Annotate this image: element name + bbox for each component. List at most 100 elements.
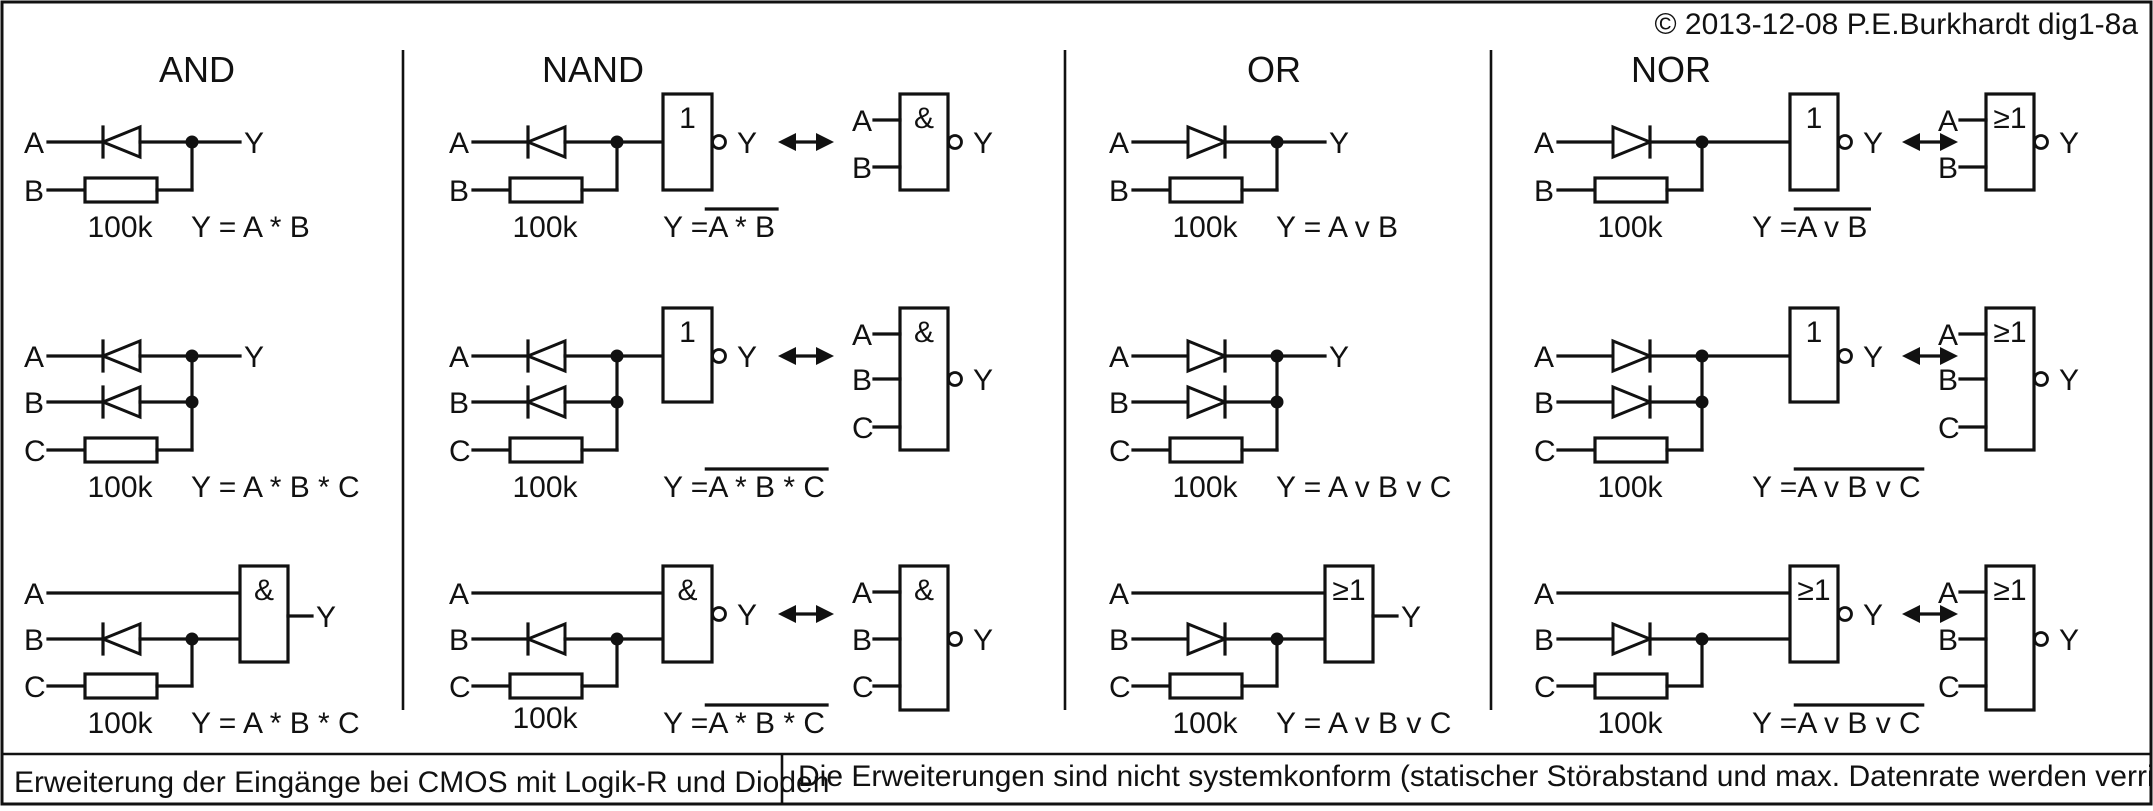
inversion-bubble [947, 134, 963, 150]
input-label: C [24, 435, 46, 468]
inversion-bubble [1837, 134, 1853, 150]
formula-text: Y = A * B * C [191, 707, 360, 740]
diode-symbol [99, 124, 142, 160]
output-label: Y [737, 341, 757, 374]
input-label: A [1938, 577, 1958, 610]
formula-text: Y = A v B [1276, 211, 1398, 244]
resistor-value: 100k [512, 702, 578, 735]
header-or: OR [1247, 49, 1301, 90]
input-label: A [1938, 319, 1958, 352]
output-label: Y [1401, 601, 1421, 634]
resistor-value: 100k [512, 211, 578, 244]
resistor-symbol [508, 672, 584, 700]
formula-prefix: Y = [663, 707, 708, 740]
diode-symbol [1186, 338, 1229, 374]
input-label: B [1109, 387, 1129, 420]
equivalence-arrow-right [816, 133, 834, 151]
inversion-bubble [947, 631, 963, 647]
formula-prefix: Y = [1752, 707, 1797, 740]
resistor-symbol [1168, 436, 1244, 464]
and-gate-equivalent [898, 306, 950, 452]
footer-right-text: Die Erweiterungen sind nicht systemkonfo… [798, 760, 2153, 793]
input-label: B [449, 175, 469, 208]
input-label: A [1534, 578, 1554, 611]
and-gate [238, 564, 290, 664]
inversion-bubble [711, 606, 727, 622]
input-label: C [449, 435, 471, 468]
input-label: C [852, 412, 874, 445]
equivalence-arrow-left [1902, 347, 1920, 365]
input-label: C [852, 671, 874, 704]
input-label: A [1109, 127, 1129, 160]
copyright-text: © 2013-12-08 P.E.Burkhardt dig1-8a [1654, 8, 2138, 41]
input-label: A [449, 127, 469, 160]
formula-prefix: Y = [1752, 211, 1797, 244]
not-gate [661, 306, 714, 404]
inversion-bubble [2033, 134, 2049, 150]
output-label: Y [316, 601, 336, 634]
equivalence-arrow-left [1902, 133, 1920, 151]
resistor-symbol [1593, 436, 1669, 464]
junction-dot [1270, 395, 1284, 409]
junction-dot [185, 395, 199, 409]
diode-symbol [1186, 621, 1229, 657]
equivalence-arrow-left [778, 347, 796, 365]
resistor-value: 100k [1597, 211, 1663, 244]
formula-prefix: Y = [663, 471, 708, 504]
inversion-bubble [2033, 631, 2049, 647]
diode-symbol [524, 338, 567, 374]
resistor-value: 100k [512, 471, 578, 504]
input-label: C [1938, 671, 1960, 704]
equivalence-arrow-left [1902, 605, 1920, 623]
inversion-bubble [947, 371, 963, 387]
output-label: Y [973, 364, 993, 397]
formula-negated: A * B * C [708, 471, 825, 504]
input-label: A [852, 105, 872, 138]
input-label: B [1109, 624, 1129, 657]
resistor-symbol [83, 672, 159, 700]
input-label: C [1534, 671, 1556, 704]
input-label: B [1938, 364, 1958, 397]
input-label: B [449, 387, 469, 420]
input-label: A [1109, 578, 1129, 611]
gate-symbol-label: 1 [679, 316, 696, 349]
output-label: Y [1863, 127, 1883, 160]
equivalence-arrow-right [816, 347, 834, 365]
header-nand: NAND [542, 49, 644, 90]
input-label: C [449, 671, 471, 704]
diode-symbol [524, 621, 567, 657]
junction-dot [610, 395, 624, 409]
resistor-value: 100k [87, 707, 153, 740]
gate-symbol-label: 1 [679, 102, 696, 135]
resistor-symbol [508, 176, 584, 204]
resistor-value: 100k [1172, 211, 1238, 244]
header-and: AND [159, 49, 235, 90]
output-label: Y [244, 127, 264, 160]
footer-left-text: Erweiterung der Eingänge bei CMOS mit Lo… [14, 766, 829, 799]
not-gate [1788, 92, 1840, 192]
input-label: A [24, 578, 44, 611]
resistor-value: 100k [1172, 471, 1238, 504]
input-label: B [1938, 624, 1958, 657]
formula-text: Y = A v B v C [1276, 471, 1451, 504]
input-label: A [1938, 105, 1958, 138]
input-label: A [852, 319, 872, 352]
or-gate [1323, 564, 1375, 664]
gate-symbol-label: & [254, 574, 274, 607]
inversion-bubble [1837, 606, 1853, 622]
resistor-symbol [1168, 176, 1244, 204]
output-label: Y [973, 624, 993, 657]
diode-symbol [99, 384, 142, 420]
formula-prefix: Y = [663, 211, 708, 244]
or-gate [1788, 564, 1840, 664]
input-label: B [24, 175, 44, 208]
resistor-value: 100k [1597, 707, 1663, 740]
resistor-value: 100k [87, 471, 153, 504]
equivalence-arrow-left [778, 605, 796, 623]
formula-negated: A v B v C [1797, 471, 1920, 504]
resistor-symbol [83, 436, 159, 464]
input-label: B [852, 152, 872, 185]
input-label: B [24, 387, 44, 420]
gate-symbol-label: & [914, 574, 934, 607]
output-label: Y [244, 341, 264, 374]
